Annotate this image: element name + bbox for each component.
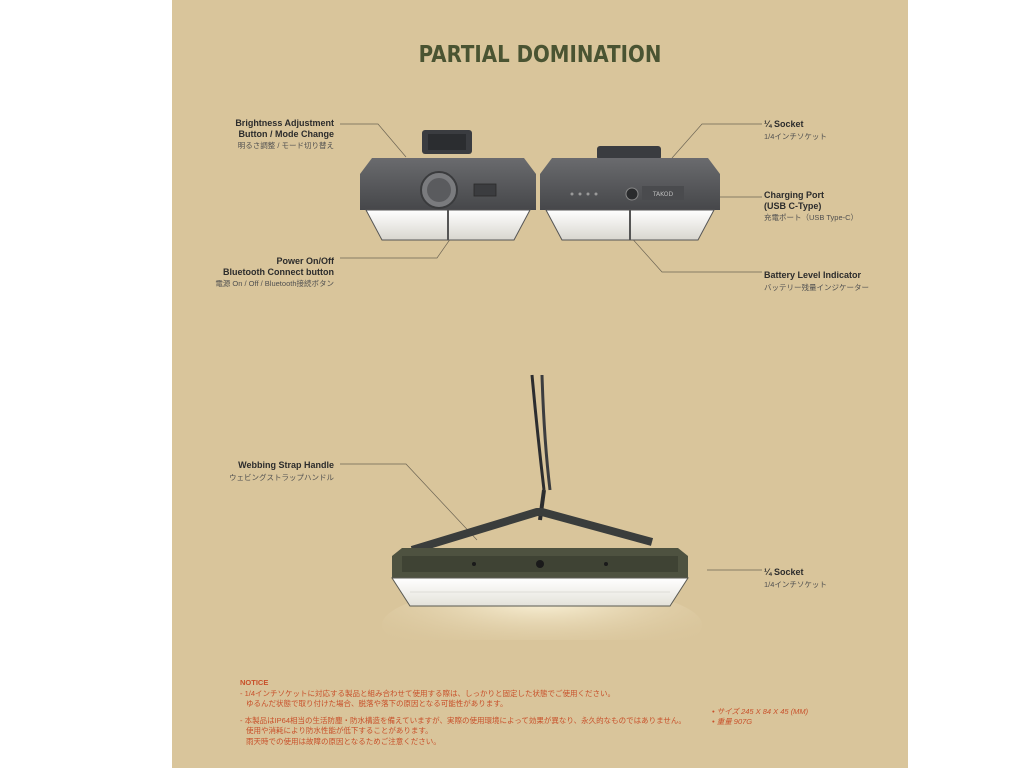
callout-webbing: Webbing Strap Handle ウェビングストラップハンドル — [229, 460, 334, 483]
callout-power-title: Power On/Off Bluetooth Connect button — [223, 256, 334, 277]
callout-brightness-title: Brightness Adjustment Button / Mode Chan… — [235, 118, 334, 139]
callout-socket-bottom: ¼ Socket 1/4インチソケット — [764, 567, 827, 590]
notice-line: ゆるんだ状態で取り付けた場合、脱落や落下の原因となる可能性があります。 — [246, 699, 508, 708]
notice-line: 雨天時での使用は故障の原因となるためご注意ください。 — [246, 736, 441, 746]
callout-battery-title: Battery Level Indicator — [764, 270, 862, 280]
specs-block: • サイズ 245 X 84 X 45 (MM) • 重量 907G — [712, 707, 808, 727]
callout-power-jp: 電源 On / Off / Bluetooth接続ボタン — [215, 279, 334, 288]
callout-socket-top: ¼ Socket 1/4インチソケット — [764, 119, 827, 142]
lamp-left-view — [360, 130, 536, 241]
page-title: PARTIAL DOMINATION — [418, 42, 662, 68]
callout-brightness-jp: 明るさ調整 / モード切り替え — [237, 141, 334, 150]
callout-socket-top-title: ¼ Socket — [764, 119, 804, 129]
notice-block: NOTICE - 1/4インチソケットに対応する製品と組み合わせて使用する際は、… — [240, 678, 686, 747]
spec-weight: • 重量 907G — [712, 717, 753, 726]
lamp-top-views: TAKOD — [360, 130, 720, 241]
callout-brightness: Brightness Adjustment Button / Mode Chan… — [235, 118, 334, 152]
callout-charging: Charging Port (USB C-Type) 充電ポート（USB Typ… — [764, 190, 858, 224]
callout-battery: Battery Level Indicator バッテリー残量インジケーター — [764, 270, 869, 293]
spec-size: • サイズ 245 X 84 X 45 (MM) — [712, 707, 809, 716]
notice-heading: NOTICE — [240, 678, 269, 687]
callout-socket-bottom-title: ¼ Socket — [764, 567, 804, 577]
callout-socket-bottom-jp: 1/4インチソケット — [764, 579, 827, 589]
callout-power: Power On/Off Bluetooth Connect button 電源… — [215, 256, 334, 290]
lamp-hanging-view — [382, 374, 702, 640]
product-panel: PARTIAL DOMINATION — [172, 0, 908, 768]
lamp-right-view: TAKOD — [540, 146, 720, 241]
callout-socket-top-jp: 1/4インチソケット — [764, 131, 827, 141]
callout-battery-jp: バッテリー残量インジケーター — [764, 282, 869, 292]
callout-webbing-jp: ウェビングストラップハンドル — [229, 472, 334, 482]
notice-line: - 本製品はIP64相当の生活防塵・防水構造を備えていますが、実際の使用環境によ… — [240, 715, 686, 725]
notice-line: 使用や消耗により防水性能が低下することがあります。 — [246, 726, 433, 735]
callout-charging-jp: 充電ポート（USB Type-C） — [764, 213, 859, 222]
callout-charging-title: Charging Port (USB C-Type) — [764, 190, 824, 211]
callout-webbing-title: Webbing Strap Handle — [238, 460, 334, 470]
notice-line: - 1/4インチソケットに対応する製品と組み合わせて使用する際は、しっかりと固定… — [240, 688, 616, 698]
device-label: TAKOD — [652, 191, 674, 198]
